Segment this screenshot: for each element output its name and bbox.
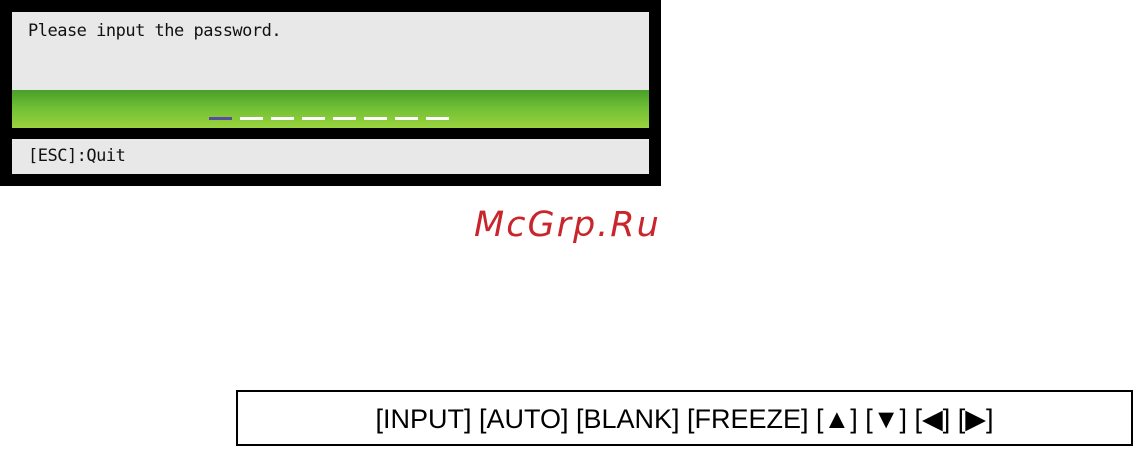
key-legend-text: [INPUT] [AUTO] [BLANK] [FREEZE] [▲] [▼] … [238,404,1131,435]
watermark: McGrp.Ru [474,205,661,245]
password-slot [302,117,325,120]
password-slot [333,117,356,120]
key-legend-box: [INPUT] [AUTO] [BLANK] [FREEZE] [▲] [▼] … [236,390,1133,446]
password-slot [271,117,294,120]
message-panel: Please input the password. [12,12,649,128]
esc-quit-hint: [ESC]:Quit [28,146,125,166]
password-dialog: Please input the password. [ESC]:Quit [0,0,661,186]
password-slot [240,117,263,120]
password-slot [364,117,387,120]
password-slot [426,117,449,120]
password-slot [395,117,418,120]
password-prompt: Please input the password. [28,21,281,41]
password-entry-bar[interactable] [12,90,649,128]
footer-panel: [ESC]:Quit [12,139,649,174]
password-slot [209,117,232,120]
